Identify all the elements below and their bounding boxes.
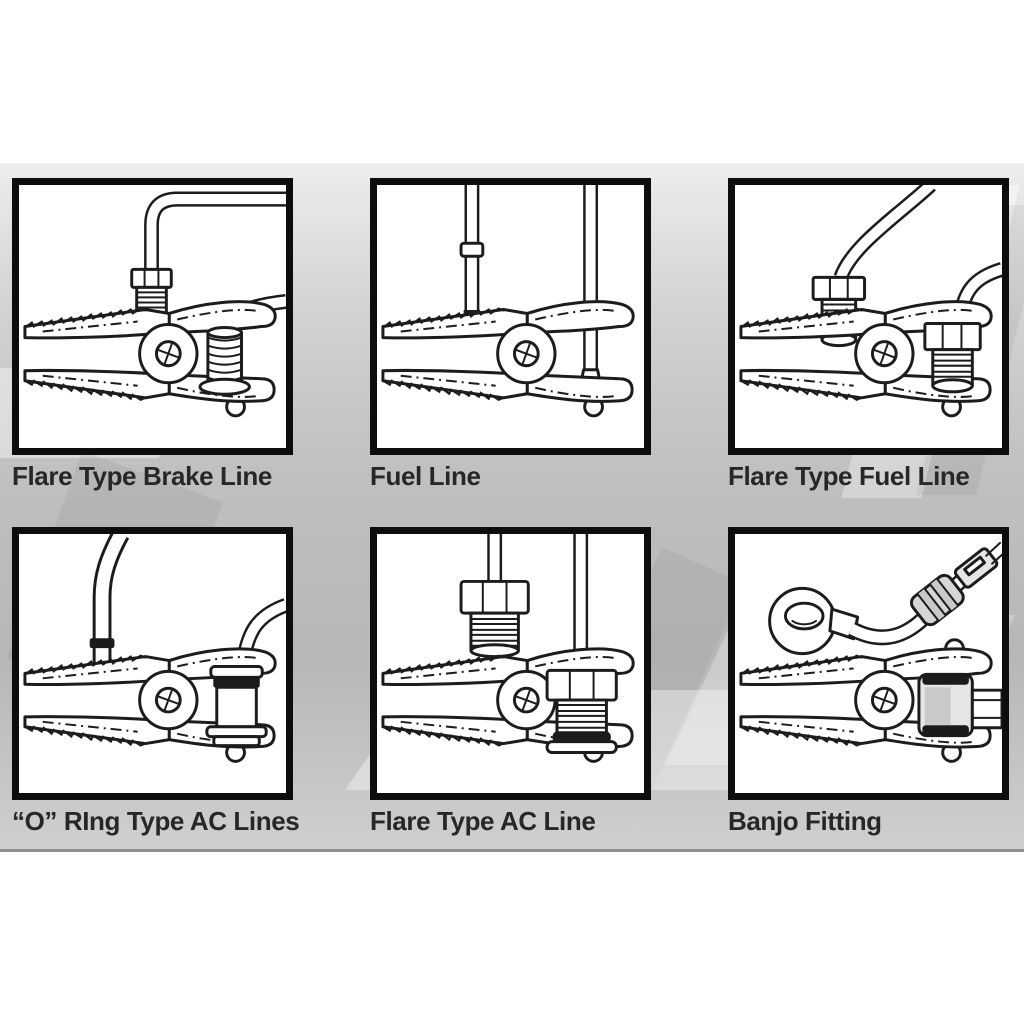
flare-ac-line-drawing bbox=[381, 534, 635, 763]
illustration-frame bbox=[728, 527, 1009, 800]
illustration-frame bbox=[370, 178, 651, 455]
clamped-o-ring-fitting bbox=[205, 664, 268, 748]
flare-fuel-line-drawing bbox=[739, 185, 1002, 418]
flare-brake-line-drawing bbox=[23, 191, 286, 418]
clamped-flare-fitting bbox=[198, 326, 251, 396]
panel-flare-type-brake-line: Flare Type Brake Line bbox=[12, 178, 293, 492]
fuel-line-tube-2 bbox=[580, 185, 602, 400]
brake-line-tube bbox=[144, 191, 286, 270]
panel-flare-type-fuel-line: Flare Type Fuel Line bbox=[728, 178, 1009, 492]
panel-o-ring-type-ac-lines: “O” RIng Type AC Lines bbox=[12, 527, 300, 837]
banjo-eye-fitting bbox=[768, 586, 860, 656]
illustration-frame bbox=[370, 527, 651, 800]
illustration-frame bbox=[728, 178, 1009, 455]
panel-banjo-fitting: Banjo Fitting bbox=[728, 527, 1009, 837]
panel-fuel-line: Fuel Line bbox=[370, 178, 651, 492]
panel-flare-type-ac-line: Flare Type AC Line bbox=[370, 527, 651, 837]
panel-caption: Flare Type Fuel Line bbox=[728, 461, 970, 491]
hose-end-fitting bbox=[953, 547, 999, 589]
panel-caption: Flare Type Brake Line bbox=[12, 461, 272, 491]
banjo-fitting-drawing bbox=[739, 541, 1002, 763]
crimp-collar bbox=[910, 573, 965, 627]
ac-line-tube bbox=[89, 534, 130, 677]
fuel-line-tube bbox=[833, 185, 936, 281]
panel-caption: Flare Type AC Line bbox=[370, 806, 596, 836]
flare-nut-fitting bbox=[459, 579, 530, 659]
fuel-line-drawing bbox=[381, 185, 635, 418]
fuel-line-tube bbox=[459, 185, 485, 332]
clamped-flare-nut bbox=[545, 668, 618, 754]
panel-caption: “O” RIng Type AC Lines bbox=[12, 806, 300, 836]
panel-caption: Fuel Line bbox=[370, 461, 481, 491]
illustration-frame bbox=[12, 178, 293, 455]
hose-end-tube bbox=[985, 541, 1002, 565]
clamped-flare-nut bbox=[923, 322, 982, 394]
o-ring-ac-line-drawing bbox=[23, 534, 286, 763]
clamped-banjo-socket bbox=[917, 672, 1002, 738]
panel-caption: Banjo Fitting bbox=[728, 806, 882, 836]
illustration-frame bbox=[12, 527, 293, 800]
